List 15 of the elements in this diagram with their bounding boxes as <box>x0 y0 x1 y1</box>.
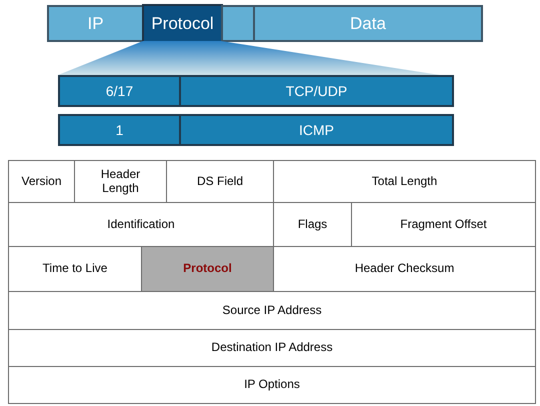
highlighted-field: Protocol <box>141 246 274 292</box>
protocol-name: ICMP <box>179 114 454 146</box>
zoom-callout <box>58 41 440 75</box>
packet-segment <box>221 5 255 42</box>
packet-segment: Data <box>253 5 483 42</box>
packet-segment: IP <box>47 5 144 42</box>
header-field: Version <box>8 160 75 203</box>
header-field: Total Length <box>273 160 536 203</box>
protocol-number: 6/17 <box>58 75 181 107</box>
header-field: Source IP Address <box>8 291 536 330</box>
header-field: Destination IP Address <box>8 329 536 367</box>
protocol-name: TCP/UDP <box>179 75 454 107</box>
header-field: IP Options <box>8 366 536 404</box>
highlighted-segment: Protocol <box>142 4 223 43</box>
protocol-number: 1 <box>58 114 181 146</box>
